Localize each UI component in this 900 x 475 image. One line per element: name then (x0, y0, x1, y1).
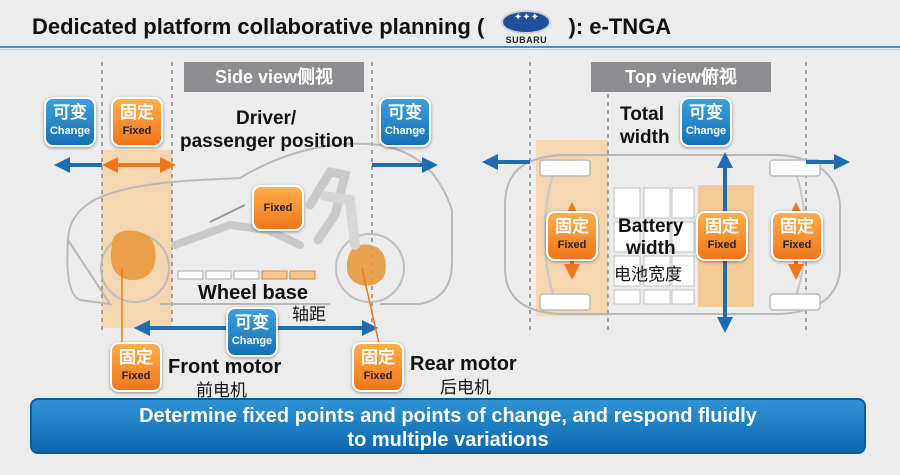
top-view-header: Top view俯视 (591, 62, 771, 92)
badge-en: Fixed (557, 239, 587, 251)
front-motor-label: Front motor (168, 356, 282, 378)
title-text-after: ): e-TNGA (568, 14, 672, 39)
top-view-drawing (482, 62, 850, 333)
front-fixed-badge: 固定 Fixed (111, 97, 163, 147)
subaru-logo-oval (501, 10, 552, 34)
wheel-base-label: Wheel base (198, 282, 309, 304)
battery-width-line1: Battery (618, 216, 684, 237)
badge-zh: 固定 (119, 348, 153, 367)
summary-line2: to multiple variations (347, 429, 549, 451)
badge-zh: 固定 (780, 217, 814, 236)
badge-zh: 可变 (235, 313, 269, 332)
rear-motor-fixed-badge: 固定 Fixed (352, 342, 404, 392)
badge-en: Fixed (707, 239, 737, 251)
wheelbase-change-badge: 可变 Change (226, 307, 278, 357)
subaru-logo: ✦✦✦ SUBARU (496, 8, 556, 46)
summary-line1: Determine fixed points and points of cha… (139, 405, 757, 427)
badge-en: Fixed (122, 125, 152, 137)
front-motor-label-zh: 前电机 (196, 381, 247, 400)
total-width-change-badge: 可变 Change (680, 97, 732, 147)
title-text-before: Dedicated platform collaborative plannin… (32, 14, 485, 39)
badge-zh: 固定 (555, 217, 589, 236)
badge-en: Fixed (121, 370, 151, 382)
summary-banner: Determine fixed points and points of cha… (30, 398, 866, 454)
side-view-drawing (54, 62, 453, 349)
battery-width-label-zh: 电池宽度 (614, 265, 682, 284)
subaru-logo-word: SUBARU (505, 35, 548, 45)
subaru-stars-icon: ✦✦✦ (513, 12, 539, 23)
title-divider-light (0, 49, 900, 50)
total-width-line2: width (620, 127, 670, 148)
badge-en: Fixed (363, 370, 393, 382)
badge-zh: 可变 (53, 103, 87, 122)
badge-zh: 固定 (361, 348, 395, 367)
driver-fixed-badge: Fixed (252, 185, 304, 231)
badge-zh: 可变 (689, 103, 723, 122)
title-divider (0, 46, 900, 48)
front-overhang-change-badge: 可变 Change (44, 97, 96, 147)
driver-label-line1: Driver/ (236, 108, 297, 129)
driver-label-line2: passenger position (180, 131, 355, 152)
battery-width-line2: width (626, 238, 676, 259)
rear-motor-label-zh: 后电机 (440, 378, 491, 397)
rear-change-badge: 可变 Change (379, 97, 431, 147)
side-view-header: Side view侧视 (184, 62, 364, 92)
badge-en: Fixed (263, 202, 293, 214)
badge-en: Change (231, 335, 273, 347)
wheel-base-label-zh: 轴距 (292, 305, 326, 324)
top-rear-fixed-badge: 固定 Fixed (771, 211, 823, 261)
battery-fixed-badge: 固定 Fixed (696, 211, 748, 261)
badge-en: Change (685, 125, 727, 137)
badge-en: Change (49, 125, 91, 137)
rear-motor-label: Rear motor (410, 353, 517, 375)
page-title: Dedicated platform collaborative plannin… (32, 8, 671, 46)
top-front-fixed-badge: 固定 Fixed (546, 211, 598, 261)
front-motor-fixed-badge: 固定 Fixed (110, 342, 162, 392)
badge-zh: 固定 (705, 217, 739, 236)
badge-zh: 固定 (120, 103, 154, 122)
total-width-line1: Total (620, 104, 664, 125)
badge-zh: 可变 (388, 103, 422, 122)
badge-en: Fixed (782, 239, 812, 251)
badge-en: Change (384, 125, 426, 137)
